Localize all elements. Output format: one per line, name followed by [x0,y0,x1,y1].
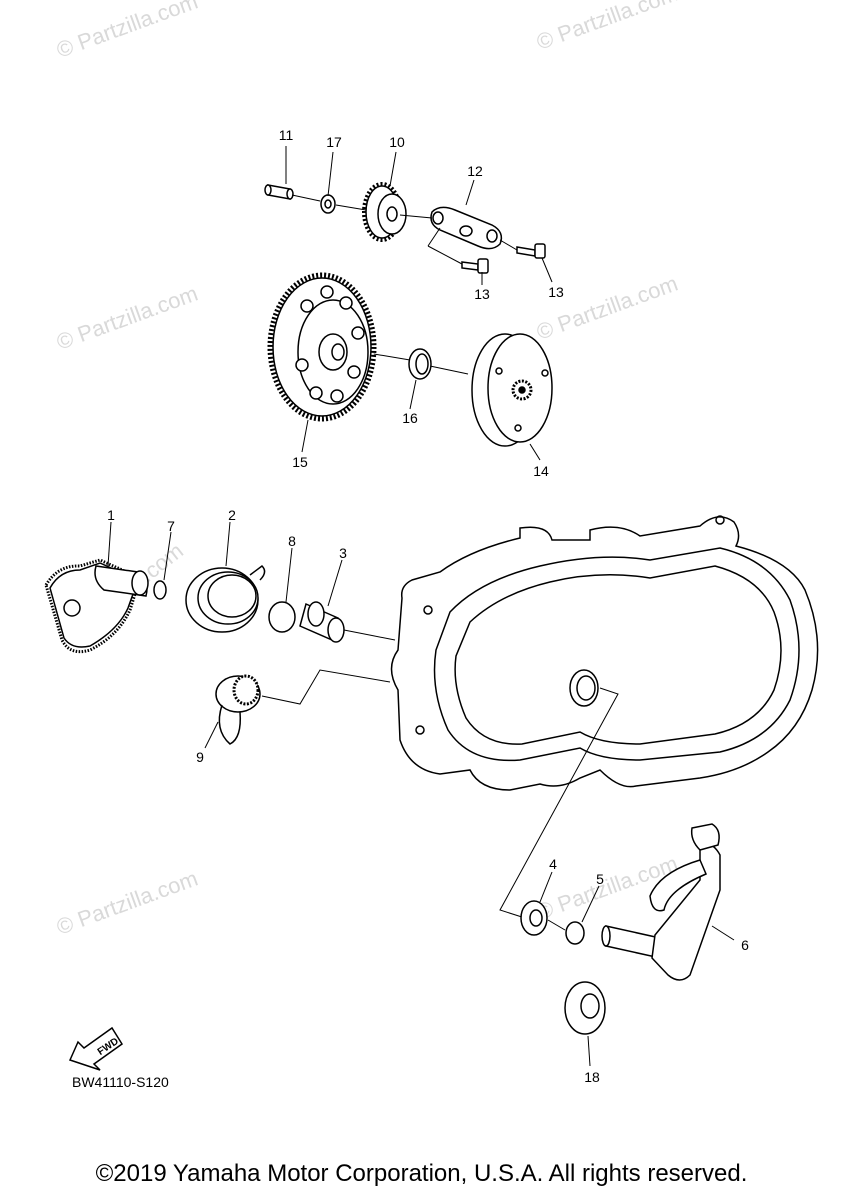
leader-lines [107,146,735,1067]
callout-10: 10 [389,134,405,150]
part-1-kick-axle [44,558,149,654]
callout-3: 3 [339,545,347,561]
callout-7: 7 [167,518,175,534]
callout-2: 2 [228,507,236,523]
callout-5: 5 [596,871,604,887]
part-8-ring [268,601,296,633]
part-11-pin [264,184,294,200]
callout-16: 16 [402,410,418,426]
watermark: © Partzilla.com [533,271,681,345]
watermark: © Partzilla.com [53,0,201,63]
part-12-plate [430,206,503,250]
callout-13: 13 [548,284,564,300]
callout-14: 14 [533,463,549,479]
part-14-one-way-clutch [471,333,553,447]
part-15-starter-wheel-gear [267,272,377,422]
part-7-clip [153,580,167,600]
callout-6: 6 [741,937,749,953]
part-4-washer [520,900,548,936]
callout-numbers: 11 17 10 12 13 13 15 16 14 1 7 2 8 3 9 4… [107,127,749,1085]
part-6-kick-crank [601,823,721,981]
part-3-bushing [299,601,345,643]
callout-18: 18 [584,1069,600,1085]
callout-13: 13 [474,286,490,302]
part-13-bolt [516,243,546,259]
watermark: © Partzilla.com [53,281,201,355]
watermarks: © Partzilla.com © Partzilla.com © Partzi… [53,0,681,940]
part-10-idle-gear [362,182,407,242]
copyright-notice: ©2019 Yamaha Motor Corporation, U.S.A. A… [95,1160,748,1187]
callout-1: 1 [107,507,115,523]
callout-11: 11 [279,127,294,143]
callout-4: 4 [549,856,557,872]
crankcase-cover [390,515,819,791]
callout-9: 9 [196,749,204,765]
part-13-bolt [461,258,489,274]
callout-17: 17 [326,134,342,150]
diagram-code: BW41110-S120 [72,1074,169,1090]
watermark: © Partzilla.com [533,0,681,55]
watermark: © Partzilla.com [53,866,201,940]
part-17-washer [320,194,336,214]
assembly-lines-lower [261,629,619,931]
part-2-spring [185,565,266,633]
part-18-oil-seal [564,981,606,1035]
callout-8: 8 [288,533,296,549]
fwd-arrow-icon: FWD [68,1026,124,1071]
part-5-circlip [565,921,585,945]
part-16-washer [408,348,432,380]
callout-12: 12 [467,163,483,179]
callout-15: 15 [292,454,308,470]
part-9-pinion-gear [215,674,261,745]
